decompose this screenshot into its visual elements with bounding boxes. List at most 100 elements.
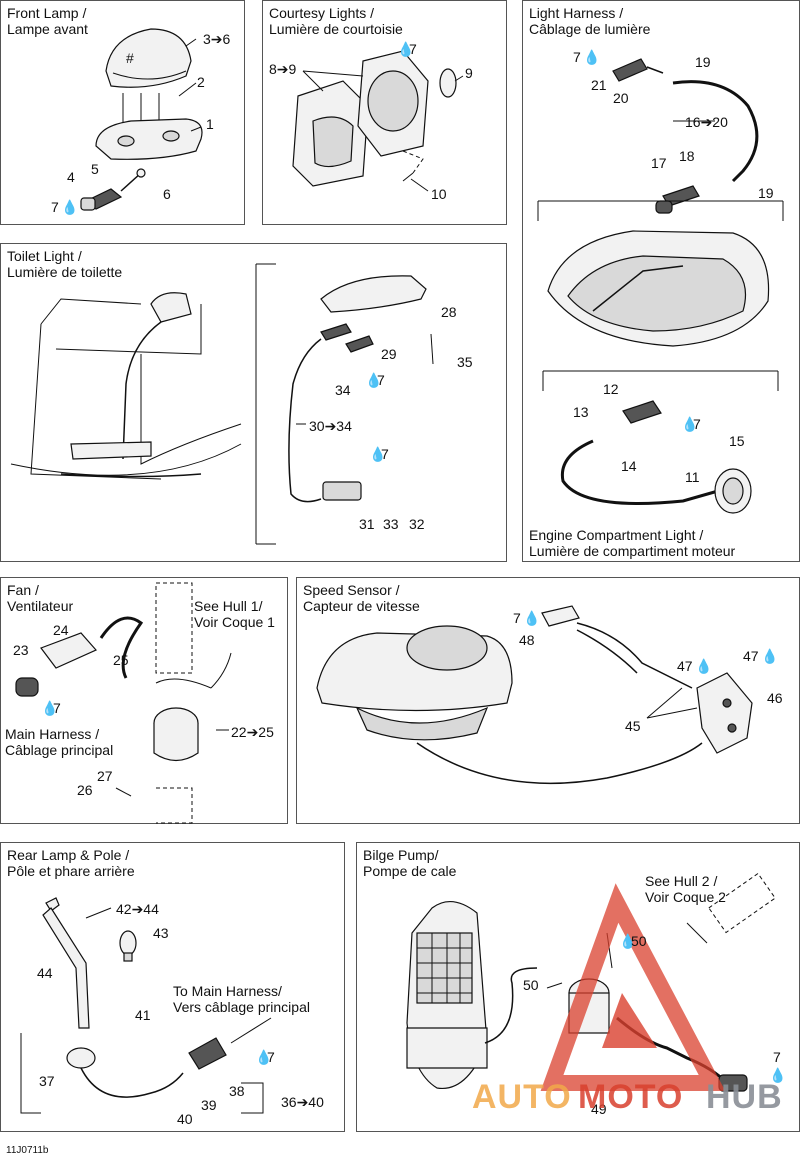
callout: 7 <box>377 372 385 388</box>
oil-drop-icon: 💧 <box>365 372 383 388</box>
callout: 42➔44 <box>116 901 159 917</box>
oil-drop-icon: 💧 <box>681 416 699 432</box>
oil-drop-icon: 💧 <box>369 446 387 462</box>
callout: 41 <box>135 1007 151 1023</box>
svg-text:#: # <box>126 50 134 66</box>
callout: 28 <box>441 304 457 320</box>
callout: 25 <box>113 652 129 668</box>
panel-title: Front Lamp / Lampe avant <box>7 5 88 37</box>
callout: 15 <box>729 433 745 449</box>
callout: 7 <box>53 700 61 716</box>
see-hull-2-label: See Hull 2 / Voir Coque 2 <box>645 873 726 905</box>
callout: 20 <box>613 90 629 106</box>
callout: 48 <box>519 632 535 648</box>
callout: 6 <box>163 186 171 202</box>
callout: 11 <box>685 469 700 485</box>
panel-title: Fan / Ventilateur <box>7 582 74 614</box>
callout: 7 <box>51 199 59 215</box>
oil-drop-icon: 💧 <box>397 41 415 57</box>
callout: 7 <box>573 49 581 65</box>
callout: 12 <box>603 381 619 397</box>
callout: 36➔40 <box>281 1094 324 1110</box>
callout: 40 <box>177 1111 193 1127</box>
callout: 45 <box>625 718 641 734</box>
watermark-auto: AUTO <box>472 1078 572 1116</box>
callout: 47 <box>677 658 693 674</box>
panel-bilge-pump: Bilge Pump/ Pompe de cale See Hull 2 / V… <box>356 842 800 1132</box>
callout: 34 <box>335 382 351 398</box>
callout: 44 <box>37 965 53 981</box>
to-main-harness-label: To Main Harness/ Vers câblage principal <box>173 983 310 1015</box>
callout: 19 <box>695 54 711 70</box>
panel-rear-lamp: Rear Lamp & Pole / Pôle et phare arrière… <box>0 842 345 1132</box>
oil-drop-icon: 💧 <box>523 610 541 626</box>
light-harness-illustration <box>537 58 784 514</box>
callout: 7 <box>693 416 701 432</box>
speed-sensor-illustration <box>316 605 753 785</box>
callout: 30➔34 <box>309 418 352 434</box>
oil-drop-icon: 💧 <box>61 199 79 215</box>
callout: 31 <box>359 516 375 532</box>
callout: 26 <box>77 782 93 798</box>
fan-illustration <box>15 582 232 824</box>
callout: 38 <box>229 1083 245 1099</box>
panel-fan: Fan / Ventilateur See Hull 1/ Voir Coque… <box>0 577 288 824</box>
callout: 46 <box>767 690 783 706</box>
callout: 2 <box>197 74 205 90</box>
panel-light-harness: Light Harness / Câblage de lumière 7 💧 1… <box>522 0 800 562</box>
diagram-code: 11J0711b <box>6 1145 49 1156</box>
callout: 16➔20 <box>685 114 728 130</box>
callout: 4 <box>67 169 75 185</box>
oil-drop-icon: 💧 <box>769 1067 787 1083</box>
callout: 22➔25 <box>231 724 274 740</box>
panel-title: Bilge Pump/ Pompe de cale <box>363 847 457 879</box>
panel-speed-sensor: Speed Sensor / Capteur de vitesse 7 💧 48… <box>296 577 800 824</box>
callout: 35 <box>457 354 473 370</box>
oil-drop-icon: 💧 <box>619 933 637 949</box>
callout: 7 <box>513 610 521 626</box>
oil-drop-icon: 💧 <box>695 658 713 674</box>
callout: 13 <box>573 404 589 420</box>
callout: 7 <box>267 1049 275 1065</box>
callout: 32 <box>409 516 425 532</box>
callout: 7 <box>409 41 417 57</box>
callout: 27 <box>97 768 113 784</box>
callout: 29 <box>381 346 397 362</box>
callout: 3➔6 <box>203 31 231 47</box>
panel-toilet-light: Toilet Light / Lumière de toilette 28 29… <box>0 243 507 562</box>
callout: 7 <box>773 1049 781 1065</box>
callout: 10 <box>431 186 447 202</box>
callout: 19 <box>758 185 774 201</box>
callout: 17 <box>651 155 667 171</box>
oil-drop-icon: 💧 <box>583 49 601 65</box>
callout: 21 <box>591 77 607 93</box>
panel-courtesy-lights: Courtesy Lights / Lumière de courtoisie … <box>262 0 507 225</box>
callout: 9 <box>465 65 473 81</box>
front-lamp-illustration: # <box>80 28 203 211</box>
callout: 47 <box>743 648 759 664</box>
callout: 39 <box>201 1097 217 1113</box>
oil-drop-icon: 💧 <box>761 648 779 664</box>
oil-drop-icon: 💧 <box>255 1049 273 1065</box>
callout: 7 <box>381 446 389 462</box>
panel-title: Light Harness / Câblage de lumière <box>529 5 651 37</box>
callout: 43 <box>153 925 169 941</box>
courtesy-light-illustration <box>292 50 464 192</box>
callout: 1 <box>206 116 214 132</box>
oil-drop-icon: 💧 <box>41 700 59 716</box>
callout: 8➔9 <box>269 61 297 77</box>
callout: 50 <box>523 977 539 993</box>
panel-title: Rear Lamp & Pole / Pôle et phare arrière <box>7 847 135 879</box>
panel-title: Speed Sensor / Capteur de vitesse <box>303 582 420 614</box>
see-hull-1-label: See Hull 1/ Voir Coque 1 <box>194 598 275 630</box>
callout: 18 <box>679 148 695 164</box>
callout: 37 <box>39 1073 55 1089</box>
main-harness-label: Main Harness / Câblage principal <box>5 726 114 758</box>
callout: 23 <box>13 642 29 658</box>
callout: 24 <box>53 622 69 638</box>
engine-compartment-title: Engine Compartment Light / Lumière de co… <box>529 527 736 559</box>
callout: 49 <box>591 1101 607 1117</box>
watermark-hub: HUB <box>706 1078 783 1116</box>
panel-front-lamp: Front Lamp / Lampe avant # 3➔6 2 1 5 4 6… <box>0 0 245 225</box>
callout: 50 <box>631 933 647 949</box>
